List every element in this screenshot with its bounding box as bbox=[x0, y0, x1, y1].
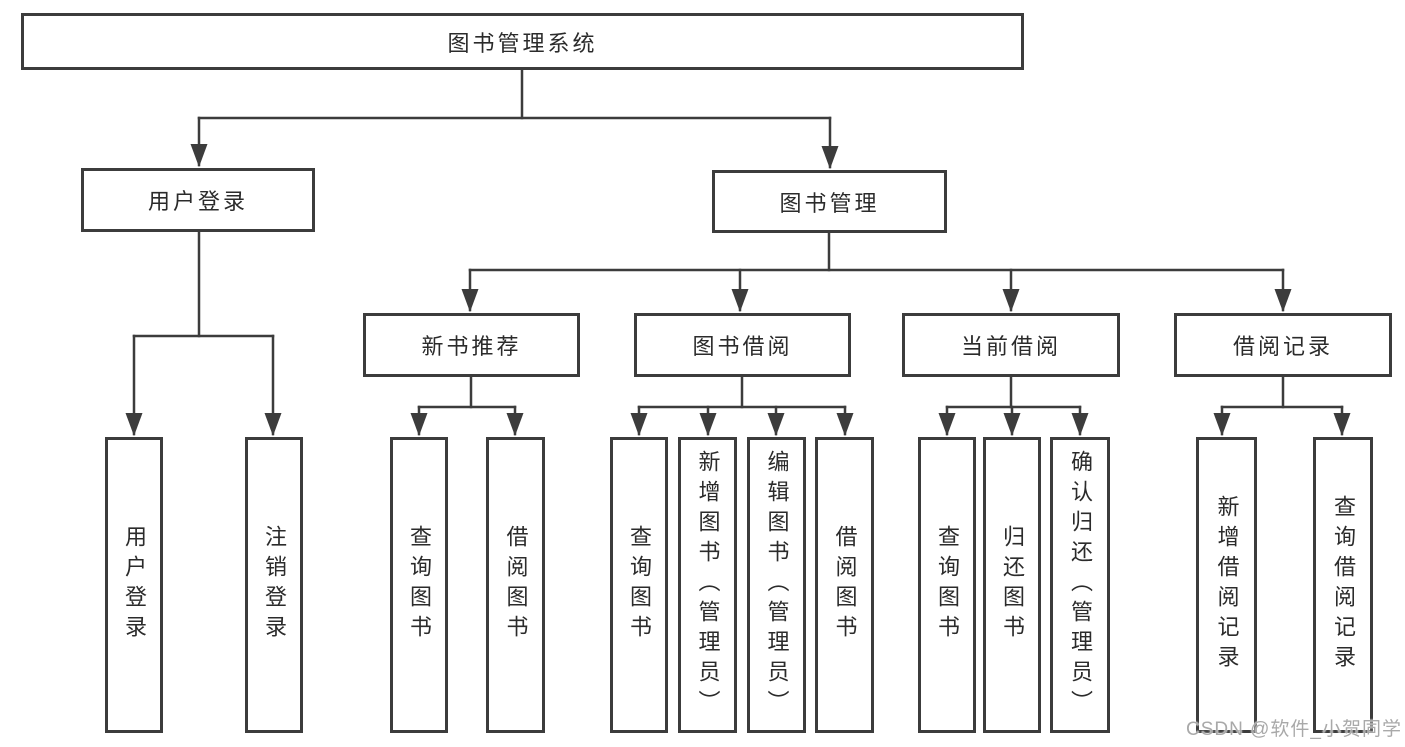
node-borrowing-records: 借阅记录 bbox=[1174, 313, 1392, 377]
leaf-nb-query-books: 查询图书 bbox=[390, 437, 448, 733]
leaf-bb-add-books-admin: 新增图书（管理员） bbox=[678, 437, 737, 733]
leaf-bb-query-books-label: 查询图书 bbox=[627, 525, 652, 645]
node-book-borrowing: 图书借阅 bbox=[634, 313, 851, 377]
leaf-logout-login-label: 注销登录 bbox=[262, 525, 287, 645]
node-book-management-label: 图书管理 bbox=[779, 190, 880, 216]
node-root-label: 图书管理系统 bbox=[447, 30, 598, 56]
connector-book-borrowing-branch bbox=[630, 375, 854, 436]
leaf-bb-add-books-admin-label: 新增图书（管理员） bbox=[695, 450, 721, 720]
connector-book-management-branch bbox=[461, 231, 1292, 312]
leaf-nb-borrow-books-label: 借阅图书 bbox=[503, 525, 529, 645]
leaf-br-query-record: 查询借阅记录 bbox=[1313, 437, 1373, 733]
node-user-login-label: 用户登录 bbox=[147, 189, 248, 214]
node-book-management: 图书管理 bbox=[712, 170, 947, 233]
leaf-cb-return-books: 归还图书 bbox=[983, 437, 1041, 733]
node-current-borrowing-label: 当前借阅 bbox=[960, 334, 1061, 359]
connector-current-borrowing-branch bbox=[938, 375, 1089, 436]
leaf-cb-query-books: 查询图书 bbox=[918, 437, 976, 733]
leaf-cb-confirm-return-admin-label: 确认归还（管理员） bbox=[1068, 450, 1093, 720]
leaf-bb-borrow-books: 借阅图书 bbox=[815, 437, 874, 733]
leaf-cb-query-books-label: 查询图书 bbox=[935, 525, 960, 645]
leaf-br-add-record: 新增借阅记录 bbox=[1196, 437, 1257, 733]
leaf-user-login: 用户登录 bbox=[105, 437, 163, 733]
leaf-br-add-record-label: 新增借阅记录 bbox=[1214, 495, 1240, 675]
node-book-borrowing-label: 图书借阅 bbox=[692, 334, 793, 359]
leaf-cb-return-books-label: 归还图书 bbox=[1000, 525, 1025, 645]
leaf-nb-borrow-books: 借阅图书 bbox=[486, 437, 545, 733]
leaf-user-login-label: 用户登录 bbox=[122, 525, 147, 645]
leaf-bb-edit-books-admin: 编辑图书（管理员） bbox=[747, 437, 806, 733]
leaf-logout-login: 注销登录 bbox=[245, 437, 303, 733]
node-borrowing-records-label: 借阅记录 bbox=[1232, 334, 1333, 359]
connector-borrowing-records-branch bbox=[1213, 375, 1351, 436]
connector-root-to-level2 bbox=[190, 68, 839, 169]
leaf-bb-borrow-books-label: 借阅图书 bbox=[832, 525, 858, 645]
node-new-book-recommend: 新书推荐 bbox=[363, 313, 580, 377]
node-new-book-recommend-label: 新书推荐 bbox=[421, 334, 522, 359]
leaf-bb-edit-books-admin-label: 编辑图书（管理员） bbox=[764, 450, 790, 720]
node-current-borrowing: 当前借阅 bbox=[902, 313, 1120, 377]
node-user-login: 用户登录 bbox=[81, 168, 315, 232]
leaf-cb-confirm-return-admin: 确认归还（管理员） bbox=[1050, 437, 1110, 733]
watermark: CSDN @软件_小贺同学 bbox=[1186, 719, 1402, 740]
leaf-bb-query-books: 查询图书 bbox=[610, 437, 668, 733]
node-root: 图书管理系统 bbox=[21, 13, 1024, 70]
leaf-nb-query-books-label: 查询图书 bbox=[407, 525, 432, 645]
connector-user-login-branch bbox=[125, 230, 282, 436]
connector-new-book-recommend-branch bbox=[410, 375, 524, 436]
leaf-br-query-record-label: 查询借阅记录 bbox=[1331, 495, 1356, 675]
